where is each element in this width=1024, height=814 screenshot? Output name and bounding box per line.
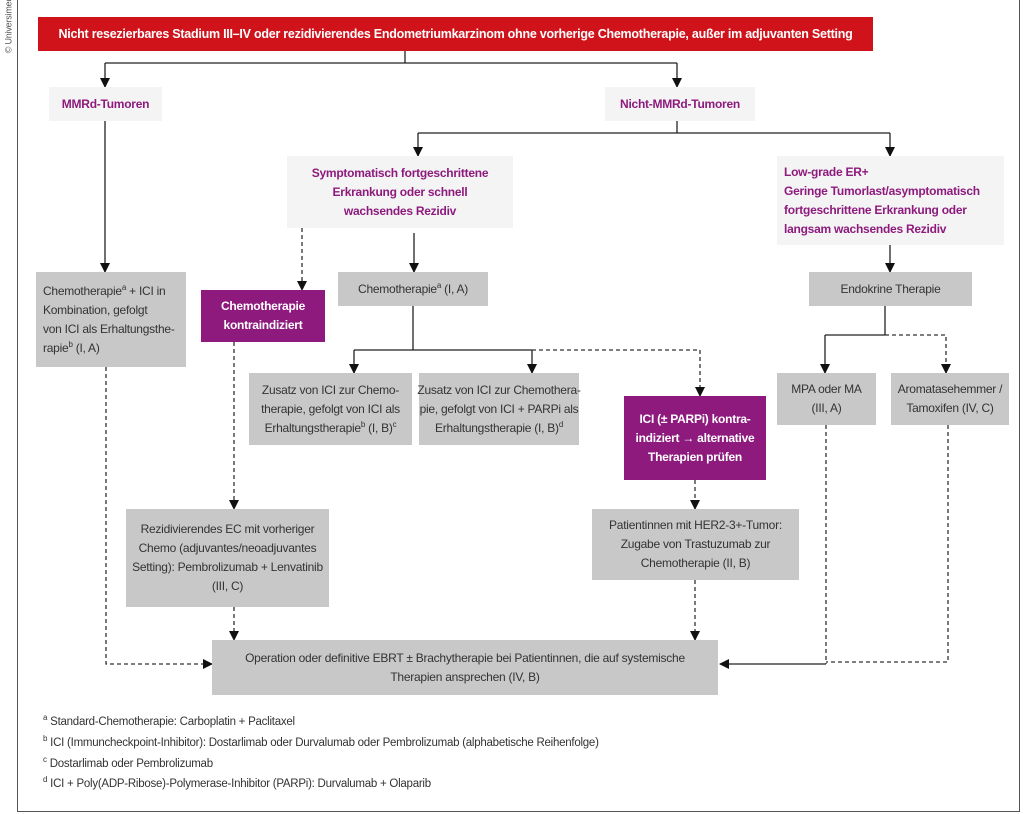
add-ici-line: Erhaltungstherapieb (I, B)c <box>265 419 397 438</box>
connector-title <box>105 51 677 64</box>
add-ici-parpi-line: Zusatz von ICI zur Chemothera- <box>417 382 581 397</box>
add-ici-box: Zusatz von ICI zur Chemo- therapie, gefo… <box>249 373 412 445</box>
dashed-to-ici-contra <box>532 349 705 397</box>
footnote-text: Standard-Chemotherapie: Carboplatin + Pa… <box>47 716 295 728</box>
low-grade-box: Low-grade ER+ Geringe Tumorlast/asymptom… <box>777 156 1004 245</box>
add-ici-line: therapie, gefolgt von ICI als <box>261 401 400 416</box>
footnote-ref: b <box>68 339 73 349</box>
aromatase-line: Aromatasehemmer / <box>897 382 1003 396</box>
add-ici-parpi-line: Erhaltungstherapie (I, B)d <box>435 419 563 438</box>
symptomatic-line: wachsendes Rezidiv <box>343 203 457 218</box>
chemotherapy-box: Chemotherapiea (I, A) <box>338 272 488 306</box>
mpa-line: (III, A) <box>811 401 842 415</box>
footnote-b: b ICI (Immuncheckpoint-Inhibitor): Dosta… <box>43 734 599 750</box>
her2-line: Patientinnen mit HER2-3+-Tumor: <box>609 518 782 532</box>
surgery-box: Operation oder definitive EBRT ± Brachyt… <box>212 640 718 695</box>
chemo-ici-line: von ICI als Erhaltungsthe- <box>43 321 175 336</box>
mmrd-label: MMRd-Tumoren <box>61 96 150 111</box>
add-ici-parpi-box: Zusatz von ICI zur Chemothera- pie, gefo… <box>417 373 581 445</box>
non-mmrd-label: Nicht-MMRd-Tumoren <box>620 96 740 111</box>
text: Erhaltungstherapie <box>264 420 361 435</box>
low-grade-line: langsam wachsendes Rezidiv <box>784 221 947 236</box>
footnote-text: ICI + Poly(ADP-Ribose)-Polymerase-Inhibi… <box>47 778 431 790</box>
recurrent-line: (III, C) <box>211 579 244 593</box>
aromatase-line: Tamoxifen (IV, C) <box>906 401 994 415</box>
connector-endocrine <box>825 306 886 336</box>
mmrd-box: MMRd-Tumoren <box>49 87 162 121</box>
footnote-mark: d <box>43 775 48 784</box>
low-grade-line: Geringe Tumorlast/asymptomatisch <box>784 183 980 198</box>
symptomatic-box: Symptomatisch fortgeschrittene Erkrankun… <box>287 156 513 228</box>
ici-contraindicated-box: ICI (± PARPi) kontra- indiziert → altern… <box>624 396 766 480</box>
chemo-ici-line: rapieb (I, A) <box>43 339 100 358</box>
chemo-line: Chemotherapiea (I, A) <box>358 280 468 299</box>
chemo-ici-line: Kombination, gefolgt <box>43 302 148 317</box>
surgery-line: Therapien ansprechen (IV, B) <box>390 669 540 684</box>
text: (I, A) <box>441 281 468 296</box>
diagram-frame <box>17 0 1020 812</box>
text: (I, B) <box>365 420 393 435</box>
chemo-contra-line: kontraindiziert <box>223 318 303 332</box>
text: Chemotherapie <box>43 283 122 298</box>
endocrine-box: Endokrine Therapie <box>809 272 972 306</box>
low-grade-line: Low-grade ER+ <box>784 164 869 179</box>
ici-contra-line: ICI (± PARPi) kontra- <box>639 411 751 426</box>
chemo-contra-line: Chemotherapie <box>220 299 306 313</box>
footnote-ref: a <box>436 280 442 290</box>
footnote-ref: b <box>360 419 366 429</box>
dashed-aromatase-down <box>826 425 949 663</box>
text: rapie <box>43 340 69 355</box>
footnote-text: Dostarlimab oder Pembrolizumab <box>46 758 213 770</box>
footnote-a: a Standard-Chemotherapie: Carboplatin + … <box>43 713 295 729</box>
footnote-text: ICI (Immuncheckpoint-Inhibitor): Dostarl… <box>47 737 599 749</box>
symptomatic-line: Symptomatisch fortgeschrittene <box>311 165 489 180</box>
text: Chemotherapie <box>358 281 437 296</box>
add-ici-parpi-line: pie, gefolgt von ICI + PARPi als <box>419 401 579 416</box>
dashed-to-aromatase <box>885 334 951 374</box>
connector-chemo <box>354 306 532 351</box>
text: + ICI in <box>126 283 166 298</box>
footnote-mark: c <box>43 755 47 764</box>
footnote-mark: b <box>43 734 48 743</box>
aromatase-box: Aromatasehemmer / Tamoxifen (IV, C) <box>891 373 1009 425</box>
recurrent-line: Chemo (adjuvantes/neoadjuvantes <box>138 541 317 555</box>
ici-contra-line: Therapien prüfen <box>647 449 742 464</box>
text: Erhaltungstherapie (I, B) <box>434 420 559 435</box>
mpa-box: MPA oder MA (III, A) <box>777 373 876 425</box>
footnote-c: c Dostarlimab oder Pembrolizumab <box>43 755 213 771</box>
surgery-line: Operation oder definitive EBRT ± Brachyt… <box>245 650 685 665</box>
footnote-mark: a <box>43 713 48 722</box>
recurrent-line: Setting): Pembrolizumab + Lenvatinib <box>132 560 323 574</box>
mpa-line: MPA oder MA <box>791 382 862 396</box>
text: (I, A) <box>72 340 100 355</box>
her2-box: Patientinnen mit HER2-3+-Tumor: Zugabe v… <box>592 509 799 580</box>
her2-line: Chemotherapie (II, B) <box>640 556 751 570</box>
endocrine-label: Endokrine Therapie <box>840 281 941 296</box>
chemo-ici-line: Chemotherapiea + ICI in <box>43 282 166 301</box>
title-text: Nicht resezierbares Stadium III–IV oder … <box>58 26 853 41</box>
her2-line: Zugabe von Trastuzumab zur <box>620 537 771 551</box>
dashed-chemo-ici-to-surgery <box>105 367 213 669</box>
symptomatic-line: Erkrankung oder schnell <box>332 184 468 199</box>
chemo-contraindicated-box: Chemotherapie kontraindiziert <box>201 290 325 342</box>
title-box: Nicht resezierbares Stadium III–IV oder … <box>38 17 873 51</box>
connector-non-mmrd <box>418 121 890 134</box>
footnote-d: d ICI + Poly(ADP-Ribose)-Polymerase-Inhi… <box>43 775 431 791</box>
ici-contra-line: indiziert → alternative <box>635 430 755 445</box>
add-ici-line: Zusatz von ICI zur Chemo- <box>261 382 400 397</box>
chemo-ici-box: Chemotherapiea + ICI in Kombination, gef… <box>36 272 186 367</box>
footnote-ref: c <box>392 419 397 429</box>
recurrent-box: Rezidivierendes EC mit vorheriger Chemo … <box>126 509 329 607</box>
non-mmrd-box: Nicht-MMRd-Tumoren <box>605 87 755 121</box>
low-grade-line: fortgeschrittene Erkrankung oder <box>784 202 967 217</box>
footnote-ref: a <box>121 282 127 292</box>
recurrent-line: Rezidivierendes EC mit vorheriger <box>140 522 315 536</box>
footnote-ref: d <box>558 419 564 429</box>
